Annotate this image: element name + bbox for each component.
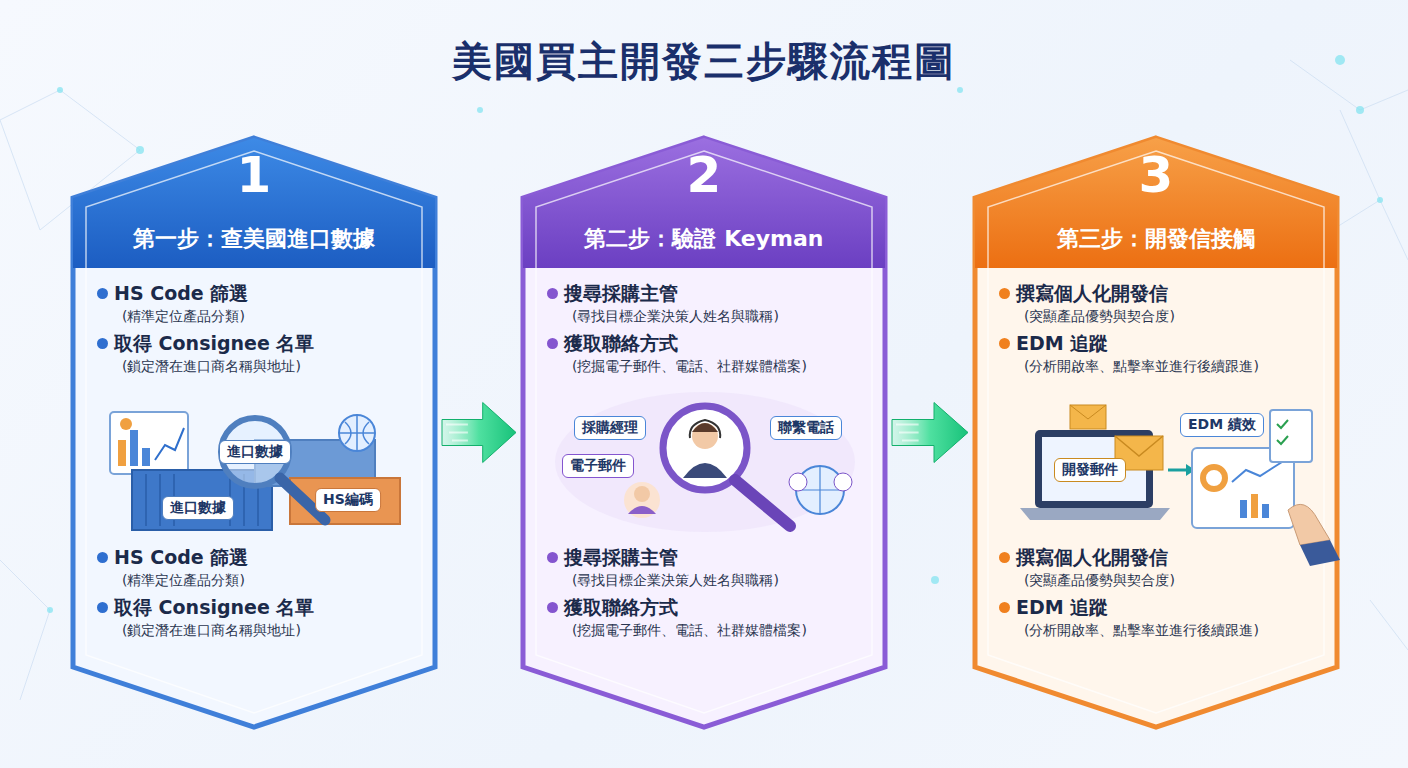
illustration-label: 電子郵件 — [562, 454, 634, 478]
illustration-label: 進口數據 — [162, 496, 234, 520]
bullet-title: 撰寫個人化開發信 — [1016, 281, 1318, 305]
illustration-label: 採購經理 — [574, 416, 646, 440]
bullet-dot — [97, 602, 108, 613]
step-panel: 3第三步：開發信接觸撰寫個人化開發信(突顯產品優勢與契合度)EDM 追蹤(分析開… — [972, 135, 1340, 730]
flow-arrow — [892, 403, 968, 463]
bullet-detail: (突顯產品優勢與契合度) — [1024, 306, 1318, 326]
bullet-detail: (尋找目標企業決策人姓名與職稱) — [572, 570, 866, 590]
bullet-detail: (精準定位產品分類) — [122, 570, 416, 590]
bullet-dot — [97, 338, 108, 349]
step-heading: 第二步：驗證 Keyman — [520, 225, 888, 253]
step-number: 1 — [70, 147, 438, 203]
bullet-dot — [97, 552, 108, 563]
flow-arrow — [442, 403, 516, 463]
bullet-title: HS Code 篩選 — [114, 281, 416, 305]
bullet-title: 搜尋採購主管 — [564, 281, 866, 305]
illustration-label: 進口數據 — [219, 440, 291, 464]
bullet-detail: (挖掘電子郵件、電話、社群媒體檔案) — [572, 620, 866, 640]
hexagon-outline — [70, 135, 438, 730]
bullet-title: 取得 Consignee 名單 — [114, 595, 416, 619]
step-number: 2 — [520, 147, 888, 203]
bullet-title: EDM 追蹤 — [1016, 595, 1318, 619]
illustration-label: 開發郵件 — [1054, 458, 1126, 482]
bullet-dot — [547, 338, 558, 349]
bullet-detail: (突顯產品優勢與契合度) — [1024, 570, 1318, 590]
bullet-title: 搜尋採購主管 — [564, 545, 866, 569]
bullet-dot — [999, 338, 1010, 349]
illustration-label: 聯繫電話 — [770, 416, 842, 440]
bullet-detail: (鎖定潛在進口商名稱與地址) — [122, 620, 416, 640]
step-heading: 第一步：查美國進口數據 — [70, 225, 438, 253]
bullet-dot — [547, 552, 558, 563]
illustration-label: EDM 績效 — [1180, 413, 1264, 437]
bullet-title: 取得 Consignee 名單 — [114, 331, 416, 355]
bullet-detail: (挖掘電子郵件、電話、社群媒體檔案) — [572, 356, 866, 376]
bullet-title: EDM 追蹤 — [1016, 331, 1318, 355]
bullet-title: 獲取聯絡方式 — [564, 331, 866, 355]
step-panel: 1第一步：查美國進口數據HS Code 篩選(精準定位產品分類)取得 Consi… — [70, 135, 438, 730]
hexagon-outline — [972, 135, 1340, 730]
step-number: 3 — [972, 147, 1340, 203]
bullet-dot — [999, 602, 1010, 613]
bullet-dot — [547, 602, 558, 613]
bullet-dot — [999, 288, 1010, 299]
bullet-title: HS Code 篩選 — [114, 545, 416, 569]
bullet-detail: (分析開啟率、點擊率並進行後續跟進) — [1024, 356, 1318, 376]
diagram-title: 美國買主開發三步驟流程圖 — [0, 34, 1408, 89]
bullet-dot — [97, 288, 108, 299]
bullet-detail: (鎖定潛在進口商名稱與地址) — [122, 356, 416, 376]
bullet-detail: (精準定位產品分類) — [122, 306, 416, 326]
bullet-dot — [547, 288, 558, 299]
illustration-label: HS編碼 — [315, 488, 381, 512]
bullet-dot — [999, 552, 1010, 563]
step-heading: 第三步：開發信接觸 — [972, 225, 1340, 253]
bullet-title: 撰寫個人化開發信 — [1016, 545, 1318, 569]
bullet-detail: (尋找目標企業決策人姓名與職稱) — [572, 306, 866, 326]
bullet-title: 獲取聯絡方式 — [564, 595, 866, 619]
bullet-detail: (分析開啟率、點擊率並進行後續跟進) — [1024, 620, 1318, 640]
